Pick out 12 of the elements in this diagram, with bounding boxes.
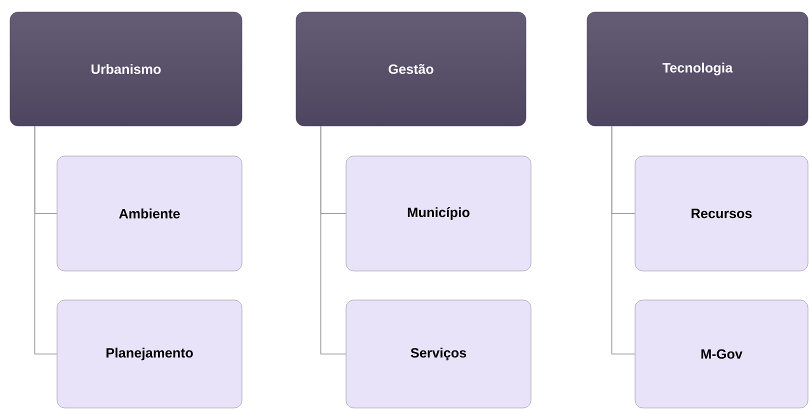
- item-box: Município: [346, 156, 532, 272]
- category-box: Urbanismo: [10, 12, 242, 126]
- item-box: M-Gov: [634, 300, 808, 408]
- item-box: Ambiente: [56, 156, 242, 272]
- connector-line: [320, 126, 346, 354]
- category-box: Gestão: [296, 12, 526, 126]
- item-box: Planejamento: [56, 300, 242, 408]
- item-box: Recursos: [634, 156, 808, 272]
- connector-line: [34, 126, 58, 354]
- category-box: Tecnologia: [586, 12, 808, 126]
- item-box: Serviços: [346, 300, 532, 408]
- connector-line: [611, 126, 636, 354]
